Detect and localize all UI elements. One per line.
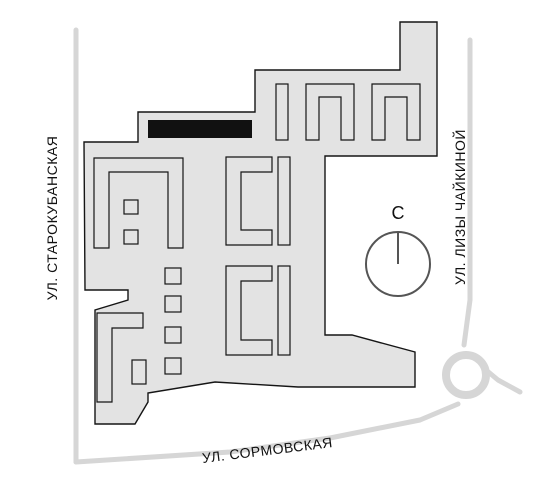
southwest-building [96, 312, 144, 403]
street-label-west: УЛ. СТАРОКУБАНСКАЯ [44, 136, 60, 301]
central-north-bar [277, 156, 291, 246]
dark-block [148, 120, 252, 138]
north-building-u2 [371, 83, 421, 141]
small-blocks [131, 267, 182, 385]
west-building-frame [93, 157, 184, 249]
central-north-frame [225, 156, 273, 246]
central-north-building [225, 156, 291, 246]
small-block-1 [164, 267, 182, 285]
small-block-5 [131, 359, 147, 385]
north-building-bar [275, 83, 289, 141]
road-east-branch [483, 367, 523, 395]
zone-c: C [365, 203, 431, 297]
small-block-2 [164, 295, 182, 313]
street-label-east: УЛ. ЛИЗЫ ЧАЙКИНОЙ [451, 129, 468, 285]
west-building-square-2 [123, 229, 139, 245]
north-buildings [275, 83, 421, 141]
road-east [461, 37, 473, 348]
roads [73, 27, 523, 465]
zone-letter: C [392, 203, 405, 223]
small-block-3 [164, 326, 182, 344]
road-south [73, 401, 461, 465]
west-building-square-1 [123, 199, 139, 215]
site-boundary [83, 21, 438, 425]
north-building-u1 [305, 83, 355, 141]
central-south-building [225, 265, 291, 356]
central-south-bar [277, 265, 291, 356]
central-south-frame [225, 265, 273, 356]
small-block-4 [164, 357, 182, 375]
street-label-south: УЛ. СОРМОВСКАЯ [201, 434, 333, 466]
roundabout [442, 351, 490, 399]
west-courtyard-building [93, 157, 184, 249]
